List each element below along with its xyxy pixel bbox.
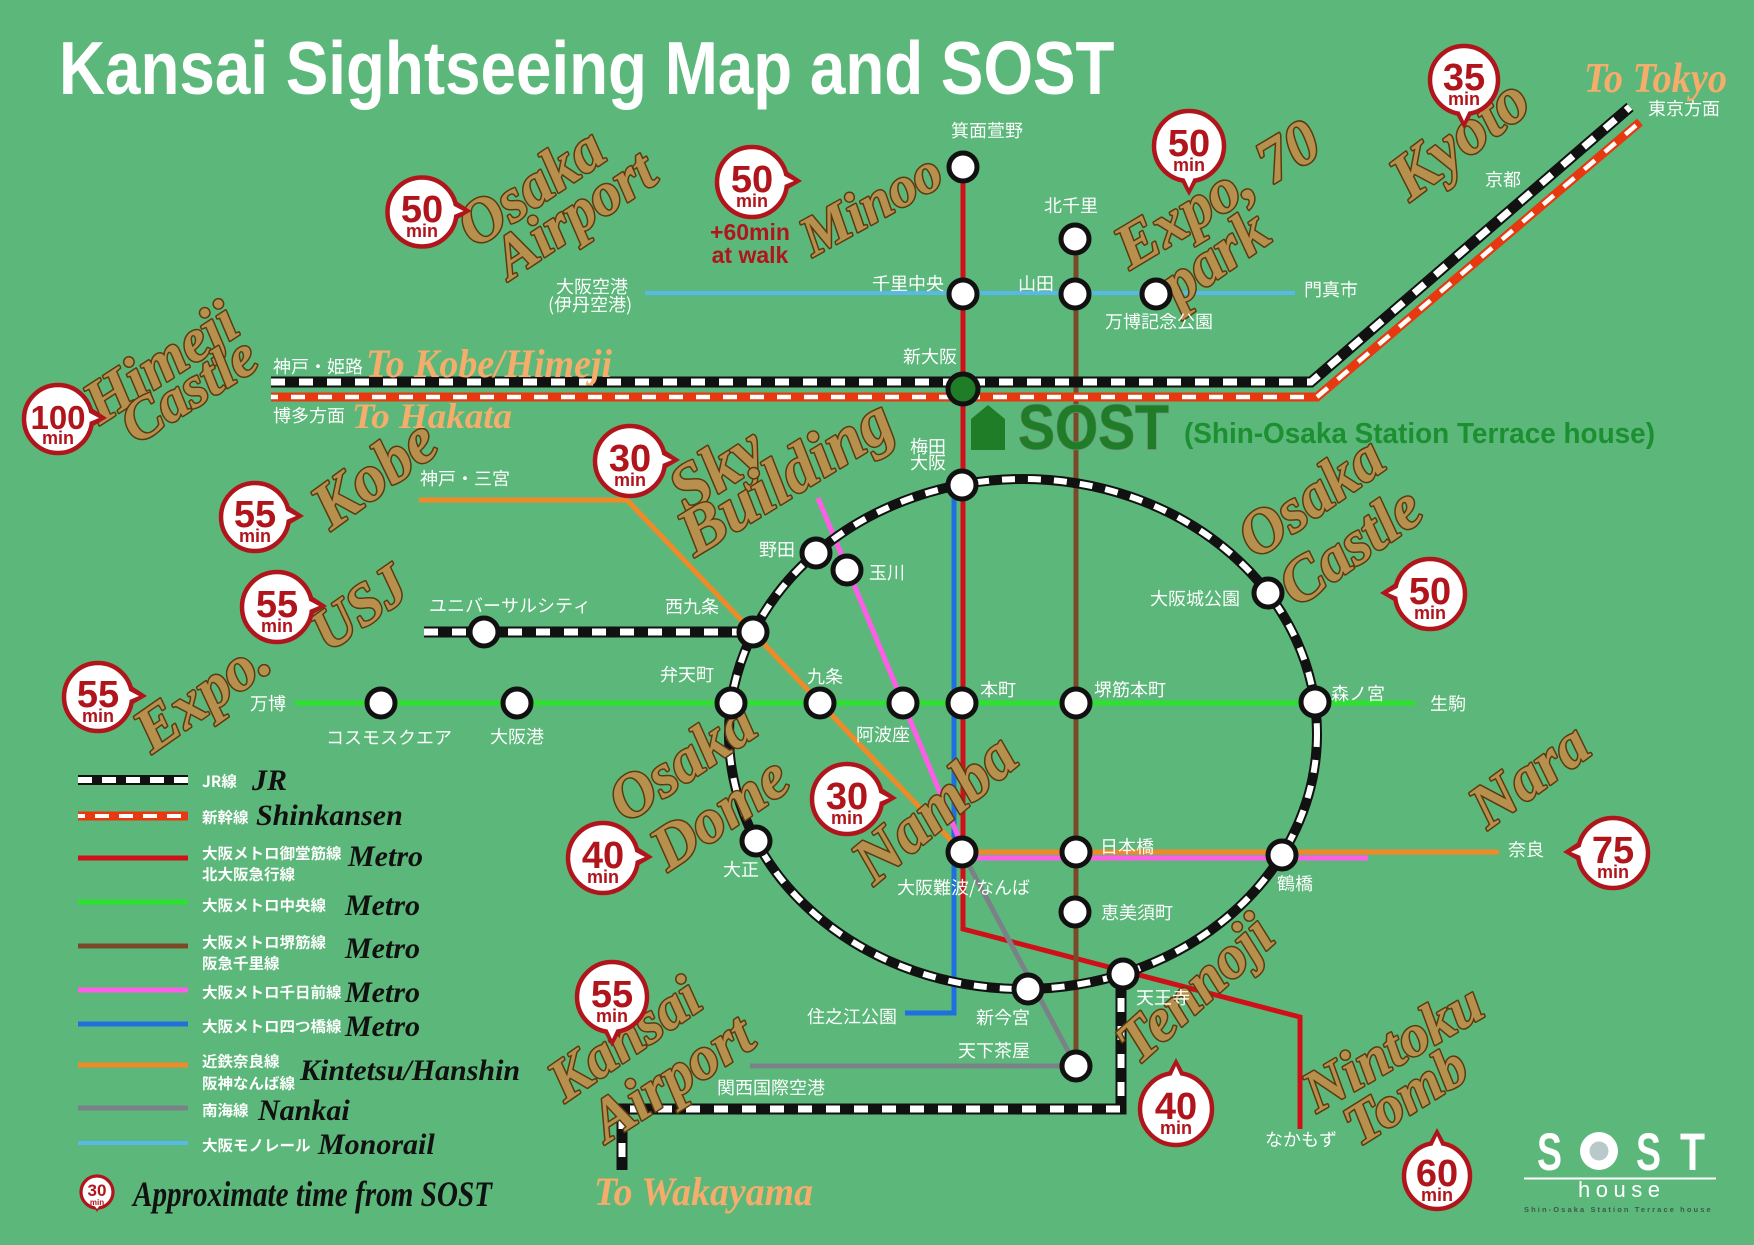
- svg-text:min: min: [1448, 89, 1480, 109]
- svg-text:Metro: Metro: [344, 1010, 420, 1043]
- svg-text:min: min: [587, 867, 619, 887]
- svg-text:min: min: [1421, 1185, 1453, 1205]
- svg-text:Shinkansen: Shinkansen: [256, 799, 403, 832]
- svg-text:To Tokyo: To Tokyo: [1584, 56, 1727, 102]
- svg-text:S: S: [1537, 1123, 1562, 1182]
- svg-text:JR: JR: [251, 764, 287, 797]
- svg-text:100: 100: [30, 399, 85, 436]
- svg-text:Nankai: Nankai: [257, 1094, 350, 1127]
- svg-text:min: min: [1414, 603, 1446, 623]
- svg-text:To Wakayama: To Wakayama: [594, 1169, 813, 1214]
- svg-text:at walk: at walk: [712, 242, 789, 268]
- svg-text:50: 50: [731, 159, 773, 201]
- svg-text:SOST: SOST: [1018, 392, 1169, 463]
- svg-text:min: min: [736, 191, 768, 211]
- svg-text:60: 60: [1416, 1153, 1458, 1195]
- svg-text:Kansai Sightseeing Map and SOS: Kansai Sightseeing Map and SOST: [59, 26, 1114, 110]
- svg-text:min: min: [90, 1198, 104, 1207]
- svg-text:min: min: [831, 808, 863, 828]
- svg-text:55: 55: [591, 974, 633, 1016]
- svg-text:min: min: [614, 470, 646, 490]
- svg-text:30: 30: [609, 438, 651, 480]
- svg-text:30: 30: [88, 1181, 107, 1200]
- svg-text:40: 40: [582, 835, 624, 877]
- svg-text:min: min: [42, 428, 74, 448]
- svg-text:55: 55: [77, 674, 119, 716]
- svg-text:S: S: [1636, 1123, 1661, 1182]
- svg-text:house: house: [1578, 1177, 1665, 1202]
- svg-text:min: min: [82, 706, 114, 726]
- svg-text:min: min: [239, 526, 271, 546]
- svg-text:Metro: Metro: [344, 932, 420, 965]
- svg-text:min: min: [1160, 1118, 1192, 1138]
- svg-text:min: min: [1173, 155, 1205, 175]
- svg-text:+60min: +60min: [710, 219, 790, 245]
- svg-text:30: 30: [826, 776, 868, 818]
- svg-text:55: 55: [234, 494, 276, 536]
- svg-text:min: min: [406, 221, 438, 241]
- svg-text:Shin-Osaka Station Terrace hou: Shin-Osaka Station Terrace house: [1524, 1205, 1713, 1214]
- svg-text:Kintetsu/Hanshin: Kintetsu/Hanshin: [299, 1054, 520, 1087]
- svg-text:(Shin-Osaka Station Terrace ho: (Shin-Osaka Station Terrace house): [1184, 418, 1655, 450]
- svg-text:min: min: [1597, 862, 1629, 882]
- svg-text:To Kobe/Himeji: To Kobe/Himeji: [366, 341, 612, 386]
- svg-text:T: T: [1680, 1123, 1705, 1182]
- svg-text:50: 50: [401, 189, 443, 231]
- svg-text:min: min: [596, 1006, 628, 1026]
- svg-text:35: 35: [1443, 57, 1485, 99]
- svg-text:Metro: Metro: [344, 889, 420, 922]
- svg-text:To Hakata: To Hakata: [352, 396, 512, 436]
- svg-text:min: min: [261, 616, 293, 636]
- svg-text:50: 50: [1409, 571, 1451, 613]
- svg-text:75: 75: [1592, 830, 1634, 872]
- svg-text:Monorail: Monorail: [317, 1128, 435, 1161]
- svg-text:50: 50: [1168, 123, 1210, 165]
- svg-text:Approximate time from SOST: Approximate time from SOST: [131, 1174, 493, 1214]
- svg-text:Metro: Metro: [347, 840, 423, 873]
- svg-text:55: 55: [256, 584, 298, 626]
- svg-text:40: 40: [1155, 1086, 1197, 1128]
- svg-text:Metro: Metro: [344, 976, 420, 1009]
